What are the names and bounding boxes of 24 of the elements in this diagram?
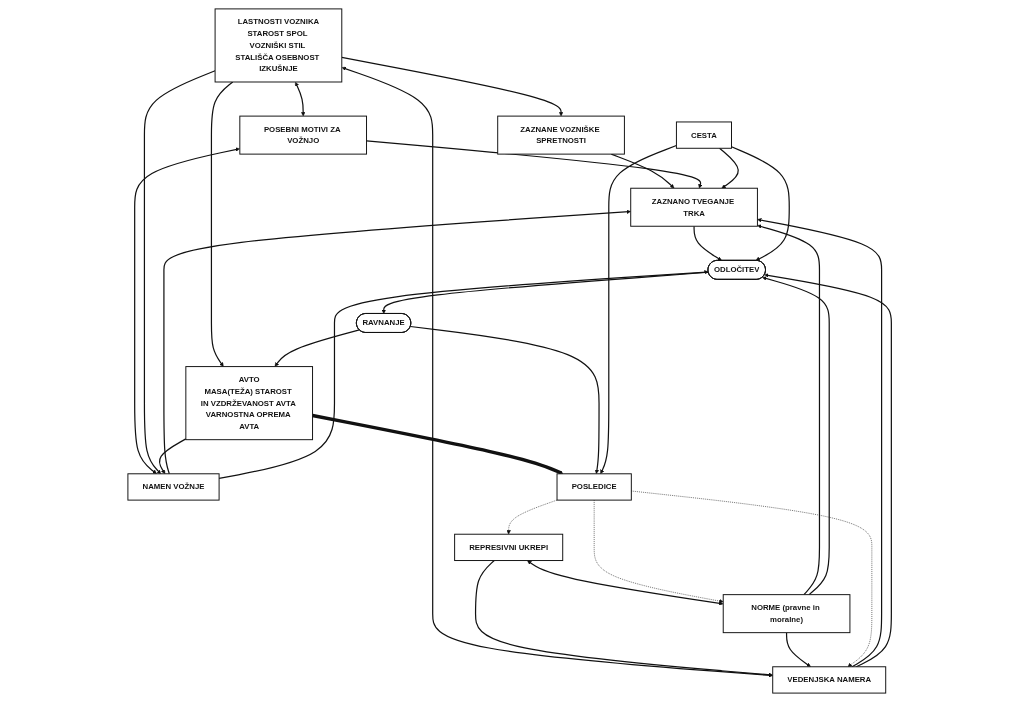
arrow [143,70,216,474]
arrow [757,218,883,668]
arrow [474,559,773,677]
arrow [133,147,240,474]
arrow [341,66,773,678]
arrow [274,329,360,367]
arrow [163,209,631,475]
arrow [210,81,234,367]
arrow [730,146,790,261]
arrow [527,560,724,606]
arrow [341,56,564,117]
arrow [693,225,722,261]
arrow [158,438,187,474]
arrow [718,147,739,189]
arrow [762,276,830,596]
arrow [218,270,709,479]
arrow [294,82,306,117]
arrow [312,413,564,475]
arrow [365,140,703,189]
arrow [757,224,820,596]
arrow [764,273,892,668]
arrow [600,144,677,474]
arrow [785,632,811,667]
arrow [409,325,600,474]
